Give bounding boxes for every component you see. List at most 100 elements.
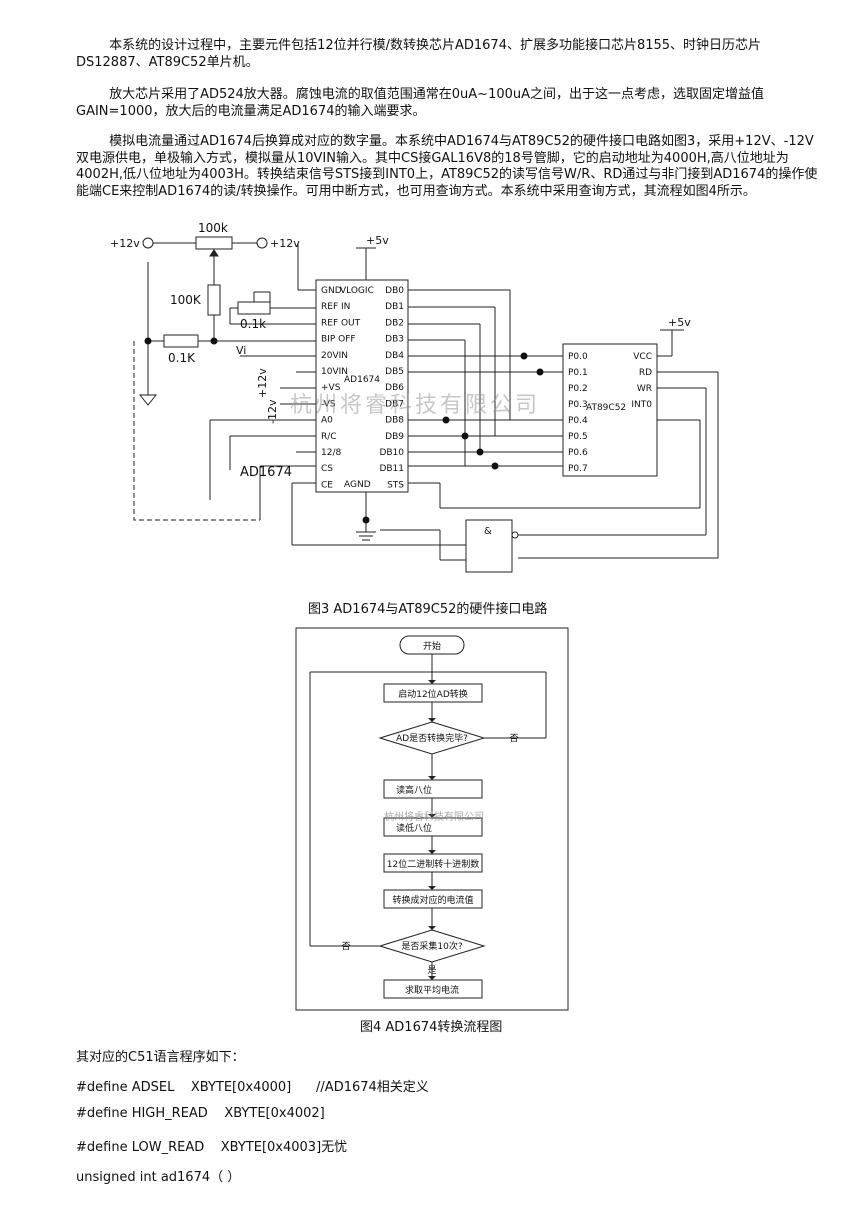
ad1674-right-pin-8: DB8 [385,416,404,426]
ad1674-chip-box [315,279,409,493]
flow-step-start-ad [383,683,483,703]
at89c52-left-pin-4: P0.4 [568,416,588,426]
ad1674-right-pin-11: DB11 [379,464,404,474]
label-vlogic: VLOGIC [340,286,374,296]
label-plus12v-left: +12v [110,237,140,250]
at89c52-left-pin-6: P0.6 [568,448,588,458]
ad1674-right-pin-1: DB1 [385,302,404,312]
resistor-100k [207,284,221,316]
ad1674-left-pin-6: +VS [321,383,341,393]
ad1674-left-pin-3: BIP OFF [321,335,356,345]
ground-symbol [138,394,158,406]
figure3-caption: 图3 AD1674与AT89C52的硬件接口电路 [308,602,548,617]
flow-step-convert [383,853,483,873]
watermark-fig3: 杭州将睿科技有限公司 [290,393,540,418]
ad1674-left-pin-10: 12/8 [321,448,341,458]
label-mcu-name: AT89C52 [586,403,626,413]
ad1674-left-pin-0: GND [321,286,342,296]
paragraph-components: 本系统的设计过程中，主要元件包括12位并行模/数转换芯片AD1674、扩展多功能… [76,38,762,70]
code-intro: 其对应的C51语言程序如下： [76,1050,245,1065]
ad1674-right-pins: DB0DB1DB2DB3DB4DB5DB6DB7DB8DB9DB10DB11ST… [379,286,404,490]
at89c52-left-pin-3: P0.3 [568,400,588,410]
flow-step-read-low [383,817,483,837]
flow-step-2-label: AD是否转换完毕? [396,732,468,744]
ad1674-right-pin-12: STS [387,480,404,490]
at89c52-left-pin-1: P0.1 [568,368,588,378]
at89c52-left-pin-7: P0.7 [568,464,588,474]
label-agnd: AGND [344,480,371,490]
flow-step-7-label: 是否采集10次? [401,940,462,952]
flowchart-frame [295,627,569,1011]
ad1674-right-pin-2: DB2 [385,318,404,328]
ad1674-left-pin-8: A0 [321,416,333,426]
flow-step-3-label: 读高八位 [396,784,432,796]
at89c52-right-pin-0: VCC [633,352,652,362]
label-plus5v-top: +5v [366,234,389,247]
label-chip-name: AD1674 [344,375,380,385]
code-line-4: unsigned int ad1674（ ） [76,1170,241,1185]
label-ad1674-cs: AD1674 [240,465,292,480]
ad1674-left-pin-12: CE [321,480,333,490]
paragraph-interface: 模拟电流量通过AD1674后换算成对应的数字量。本系统中AD1674与AT89C… [76,134,818,199]
flow-step-4-label: 读低八位 [396,822,432,834]
ad1674-left-pin-2: REF OUT [321,318,361,328]
label-100k-top: 100k [198,221,228,235]
flow-step-average [383,979,483,999]
pot-0.1k [237,301,271,315]
flow-no-label: 否 [509,733,518,744]
ad1674-right-pin-0: DB0 [385,286,404,296]
figure4-caption: 图4 AD1674转换流程图 [360,1020,503,1035]
at89c52-left-pins: P0.0P0.1P0.2P0.3P0.4P0.5P0.6P0.7 [568,352,588,474]
watermark-fig4: 杭州将睿科技有限公司 [384,810,484,823]
paragraph-amplifier: 放大芯片采用了AD524放大器。腐蚀电流的取值范围通常在0uA~100uA之间，… [76,87,765,119]
nand-gate [465,519,513,573]
label-vi: Vi [236,344,246,357]
ad1674-left-pin-4: 20VIN [321,351,348,361]
label-plus5v-right: +5v [668,316,691,329]
at89c52-left-pin-0: P0.0 [568,352,588,362]
flow-start-label: 开始 [423,640,441,652]
ad1674-right-pin-7: DB7 [385,399,404,409]
flow-step-5-label: 12位二进制转十进制数 [387,858,479,870]
code-line-3: #define LOW_READ XBYTE[0x4003]无忧 [76,1140,348,1155]
at89c52-right-pins: VCC RD WR INT0 [631,352,652,410]
code-line-2: #define HIGH_READ XBYTE[0x4002] [76,1106,325,1121]
at89c52-left-pin-2: P0.2 [568,384,588,394]
label-0.1k-bottom: 0.1K [168,351,196,365]
at89c52-right-pin-2: WR [637,384,652,394]
ad1674-right-pin-4: DB4 [385,351,404,361]
flow-no2-label: 否 [341,941,350,952]
flow-yes-label: 是 [427,965,436,976]
figure4-flowchart: 开始 启动12位AD转换 AD是否转换完毕? 读高八位 读低八位 12位二进制转… [295,627,569,1011]
ad1674-right-pin-5: DB5 [385,367,404,377]
ad1674-left-pins: GND REF IN REF OUT BIP OFF 20VIN 10VIN +VS -VS A… [321,286,361,490]
flow-step-8-label: 求取平均电流 [405,984,459,996]
code-line-1: #define ADSEL XBYTE[0x4000] //AD1674相关定义 [76,1080,429,1095]
ad1674-left-pin-7: -VS [321,399,336,409]
flow-step-6-label: 转换成对应的电流值 [392,894,473,906]
label-plus12v-vs: +12v [256,368,269,398]
at89c52-chip-box [562,343,658,477]
label-100k-side: 100K [170,293,202,307]
label-minus12v-vs: -12v [266,399,279,424]
at89c52-right-pin-1: RD [639,368,652,378]
flow-step-current [383,889,483,909]
label-plus12v-right: +12v [270,237,300,250]
ad1674-right-pin-3: DB3 [385,335,404,345]
resistor-100k-pot [195,236,233,250]
resistor-0.1k [163,334,199,348]
ad1674-right-pin-9: DB9 [385,432,404,442]
label-nand: & [484,526,492,537]
ad1674-left-pin-9: R/C [321,432,337,442]
ad1674-right-pin-10: DB10 [379,448,404,458]
ad1674-left-pin-11: CS [321,464,333,474]
ad1674-right-pin-6: DB6 [385,383,404,393]
figure3-circuit-diagram: +12v +12v 100k 100K 0.1k 0.1K +5v +5v Vi… [110,221,719,573]
flow-step-1-label: 启动12位AD转换 [398,688,468,700]
label-0.1k-pot: 0.1k [240,317,266,331]
flow-step-read-high [383,779,483,799]
ad1674-left-pin-1: REF IN [321,302,350,312]
ad1674-left-pin-5: 10VIN [321,367,348,377]
at89c52-right-pin-3: INT0 [631,400,652,410]
at89c52-left-pin-5: P0.5 [568,432,588,442]
